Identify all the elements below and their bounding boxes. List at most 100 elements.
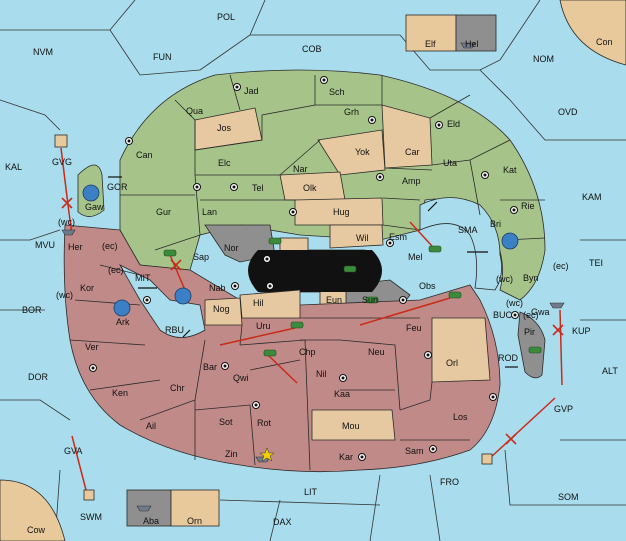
army-icon (163, 249, 177, 257)
region-label: Los (453, 412, 468, 422)
region-label: GOR (107, 182, 128, 192)
region-label: RBU (165, 325, 184, 335)
region-label: Hug (333, 207, 350, 217)
region-label: Lan (202, 207, 217, 217)
supply-center-icon (376, 173, 384, 181)
region-label: Chr (170, 383, 185, 393)
region-label: Nog (213, 304, 230, 314)
region-label: NVM (33, 47, 53, 57)
region-label: Kat (503, 165, 517, 175)
region-Mou[interactable] (311, 409, 396, 441)
region-label: SWM (80, 512, 102, 522)
region-label: COB (302, 44, 322, 54)
supply-center-icon (435, 121, 443, 129)
region-label: Rie (521, 201, 535, 211)
region-label: Qua (186, 106, 203, 116)
region-label: Hil (253, 298, 264, 308)
double-arrows (108, 176, 518, 368)
region-label: ROD (498, 353, 519, 363)
army-icon (290, 321, 304, 329)
fleet-icon (460, 42, 476, 49)
supply-center-icon (263, 255, 271, 263)
region-label: Jad (244, 86, 259, 96)
region-label: MIT (135, 273, 151, 283)
army-icon (268, 237, 282, 245)
region-label: Ail (146, 421, 156, 431)
region-label: Obs (419, 281, 436, 291)
region-label: DOR (28, 372, 49, 382)
region-label: GVA (64, 446, 82, 456)
region-Pir[interactable] (517, 311, 546, 379)
supply-center-icon (89, 364, 97, 372)
region-label: Gur (156, 207, 171, 217)
region-label: DAX (273, 517, 292, 527)
coast-label: (ec) (108, 265, 124, 275)
supply-center-icon (489, 393, 497, 401)
units (61, 42, 565, 512)
region-GVG[interactable] (54, 134, 68, 148)
region-Wil[interactable] (329, 224, 384, 249)
supply-center-icon (221, 362, 229, 370)
region-Orl[interactable] (431, 317, 491, 383)
supply-center-icon (230, 183, 238, 191)
region-label: Elc (218, 158, 231, 168)
region-label: Feu (406, 323, 422, 333)
coast-label: (wc) (56, 290, 73, 300)
supply-center-icon (143, 296, 151, 304)
region-label: Zin (225, 449, 238, 459)
region-label: KAM (582, 192, 602, 202)
region-label: MVU (35, 240, 55, 250)
region-label: Kor (80, 283, 94, 293)
region-label: ALT (602, 366, 618, 376)
region-label: NOM (533, 54, 554, 64)
region-label: SMA (458, 225, 478, 235)
region-label: Aba (143, 516, 159, 526)
supply-center-icon (510, 206, 518, 214)
region-label: Nar (293, 164, 308, 174)
region-SMA[interactable] (419, 197, 503, 291)
region-label: Pir (524, 327, 535, 337)
region-Hil[interactable] (239, 289, 301, 319)
globe-icon (174, 287, 192, 305)
order-arrows (60, 147, 564, 491)
region-label: Nab (209, 283, 226, 293)
region-RBU[interactable] (118, 264, 206, 338)
region-Yok[interactable] (317, 129, 386, 176)
army-icon (481, 453, 493, 465)
supply-center-icon (429, 445, 437, 453)
double-arrow-icon (182, 329, 191, 338)
region-label: LIT (304, 487, 318, 497)
supply-center-icon (193, 183, 201, 191)
army-icon (365, 296, 379, 304)
region-labels: POL NVM FUN COB NOM Con Elf Hel OVD KAL … (5, 12, 618, 535)
region-label: Chp (299, 347, 316, 357)
region-label: OVD (558, 107, 578, 117)
region-label: Neu (368, 347, 385, 357)
region-label: POL (217, 12, 235, 22)
region-label: Eld (447, 119, 460, 129)
region-Orn[interactable] (170, 489, 220, 527)
region-label: Sam (405, 446, 424, 456)
coast-label: (wc) (506, 298, 523, 308)
region-label: BUC (493, 310, 513, 320)
coast-label: (ec) (523, 310, 539, 320)
region-label: Orl (446, 358, 458, 368)
region-label: Skr (285, 253, 299, 263)
supply-center-icon (231, 282, 239, 290)
region-label: Uru (256, 321, 271, 331)
supply-center-icon (252, 401, 260, 409)
region-label: KUP (572, 326, 591, 336)
army-icon (343, 265, 357, 273)
region-Elf[interactable] (405, 14, 457, 52)
region-label: Nor (224, 243, 239, 253)
region-Con[interactable] (559, 0, 626, 66)
region-label: Ver (85, 342, 99, 352)
region-label: Sch (329, 87, 345, 97)
coast-label: (wc) (58, 217, 75, 227)
region-label: Ark (116, 317, 130, 327)
region-label: Qwi (233, 373, 249, 383)
globe-icon (82, 184, 100, 202)
globe-icon (113, 299, 131, 317)
region-label: Yok (355, 147, 370, 157)
